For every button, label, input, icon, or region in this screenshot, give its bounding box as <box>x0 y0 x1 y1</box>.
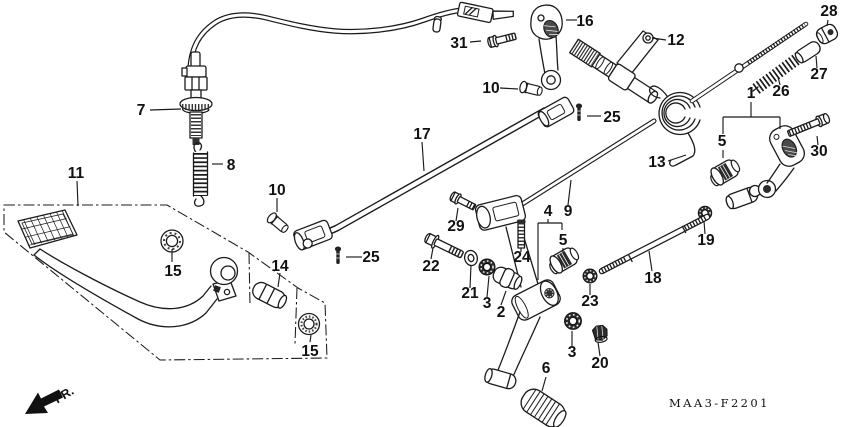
cable-end-connector <box>456 1 514 24</box>
rod-clevis-upper <box>537 96 575 128</box>
part-label-12: 12 <box>667 32 684 49</box>
part-label-30: 30 <box>810 143 827 160</box>
cable-adjuster-part-7 <box>179 51 213 145</box>
control-cable <box>187 1 514 71</box>
brake-rod-part-17 <box>293 96 575 251</box>
pedal-rubber-part-6 <box>520 388 567 427</box>
cable-end-pin <box>432 15 442 33</box>
part-label-14: 14 <box>271 258 289 275</box>
cap-nut-part-28 <box>815 23 839 45</box>
part-label-27: 27 <box>810 66 827 83</box>
part-label-26: 26 <box>772 83 790 100</box>
torsion-spring-part-13 <box>648 85 701 167</box>
joint-pin-part-10a <box>265 210 291 236</box>
return-spring-part-8 <box>192 142 209 207</box>
part-label-17: 17 <box>413 126 430 143</box>
clutch-lifter-rod <box>689 21 809 104</box>
fr-direction-arrow: FR. <box>25 384 76 414</box>
bolt-part-22 <box>424 232 464 259</box>
shift-rod-part-9 <box>513 118 657 211</box>
part-label-19: 19 <box>697 232 715 249</box>
part-label-24: 24 <box>513 249 531 266</box>
part-label-18: 18 <box>644 270 662 287</box>
part-label-13: 13 <box>648 154 666 171</box>
part-label-10-b: 10 <box>482 80 499 97</box>
spring-part-26 <box>752 51 805 94</box>
part-label-20: 20 <box>591 355 608 372</box>
brake-pedal-group-part-11 <box>3 204 328 361</box>
part-label-5-b: 5 <box>718 133 727 150</box>
part-label-6: 6 <box>542 360 551 377</box>
locknut-part-3a <box>478 258 496 276</box>
bolt-part-29 <box>449 191 477 211</box>
dust-seal-part-15a <box>160 229 184 253</box>
part-label-10-a: 10 <box>268 182 285 199</box>
part-label-15-a: 15 <box>164 263 182 280</box>
part-label-15-b: 15 <box>301 343 319 360</box>
part-label-4: 4 <box>544 203 553 220</box>
part-label-21: 21 <box>461 285 479 302</box>
part-label-28: 28 <box>820 3 838 20</box>
bolt-part-31 <box>487 32 517 48</box>
spring-pin-part-24 <box>517 219 526 249</box>
callout-labels: 7 8 11 15 14 15 25 10 17 31 10 16 12 25 … <box>68 3 838 377</box>
part-label-25-b: 25 <box>362 249 380 266</box>
part-label-22: 22 <box>422 258 439 275</box>
gearshift-arm-part-4 <box>474 194 561 390</box>
part-label-16: 16 <box>576 13 594 30</box>
locknut-part-23 <box>582 268 598 284</box>
leader-lines <box>76 19 829 392</box>
part-label-25-a: 25 <box>603 109 621 126</box>
bushing-part-2 <box>492 266 523 291</box>
part-label-11: 11 <box>68 165 85 182</box>
part-label-7: 7 <box>137 102 146 119</box>
rod-clevis-lower <box>293 219 333 251</box>
nut-part-20 <box>591 324 608 343</box>
spindle-arm-part-1 <box>725 125 805 210</box>
ball-joint-part-5b <box>705 155 744 189</box>
part-label-8: 8 <box>227 157 236 174</box>
part-label-31: 31 <box>450 35 468 52</box>
part-label-2: 2 <box>497 304 506 321</box>
part-label-3-a: 3 <box>483 295 492 312</box>
washer-part-21 <box>463 249 479 267</box>
part-code: MAA3-F2201 <box>669 396 770 410</box>
collar-part-14 <box>252 281 288 309</box>
part-label-1: 1 <box>747 85 756 102</box>
part-label-9: 9 <box>564 203 573 220</box>
collar-part-27 <box>794 41 821 64</box>
spindle-arm-part-12 <box>568 30 659 104</box>
footpeg <box>484 367 517 390</box>
part-label-3-b: 3 <box>568 344 577 361</box>
bolt-part-30 <box>787 112 831 137</box>
adjusting-rod-part-18 <box>598 213 711 275</box>
fr-label: FR. <box>52 384 76 406</box>
pedal-pad <box>17 209 78 249</box>
cotter-pin-part-25a <box>575 103 583 122</box>
part-label-29: 29 <box>447 218 465 235</box>
part-label-23: 23 <box>581 293 599 310</box>
locknut-part-3b <box>563 311 583 331</box>
part-label-5-a: 5 <box>559 232 568 249</box>
cotter-pin-part-25b <box>334 246 342 265</box>
joint-pin-part-10b <box>518 80 544 98</box>
dust-seal-part-15b <box>297 312 321 336</box>
rocker-arm-part-16 <box>530 4 563 91</box>
